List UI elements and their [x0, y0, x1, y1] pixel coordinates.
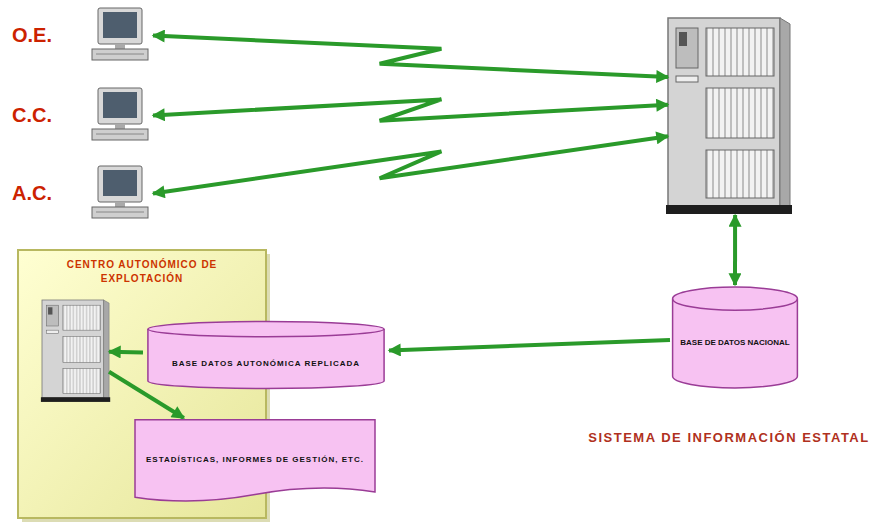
box-title: CENTRO AUTONÓMICO DE EXPLOTACIÓN — [29, 258, 255, 285]
shape-text: ESTADÍSTICAS, INFORMES DE GESTIÓN, ETC. — [132, 449, 378, 483]
database-cylinder: BASE DATOS AUTONÓMICA REPLICADA — [143, 320, 389, 390]
shape-text: BASE DE DATOS NACIONAL — [672, 322, 798, 354]
station-label: O.E. — [8, 24, 52, 47]
data-link-arrow — [153, 99, 668, 120]
station-label: A.C. — [8, 182, 52, 205]
data-link-arrow — [733, 215, 737, 285]
server — [668, 18, 790, 215]
computer-icon — [92, 166, 148, 218]
data-link-arrow — [153, 136, 668, 193]
data-link-arrow — [389, 340, 670, 350]
data-link-arrow — [153, 36, 668, 78]
computer-station: O.E. — [8, 8, 153, 63]
shape-text: BASE DATOS AUTONÓMICA REPLICADA — [145, 343, 387, 375]
server — [42, 300, 109, 402]
center-box: CENTRO AUTONÓMICO DE EXPLOTACIÓNBASE DAT… — [18, 250, 266, 518]
station-label: C.C. — [8, 104, 52, 127]
computer-icon — [92, 88, 148, 140]
computer-station: C.C. — [8, 88, 153, 143]
server-icon — [41, 300, 110, 402]
server-icon — [666, 18, 792, 214]
report-document: ESTADÍSTICAS, INFORMES DE GESTIÓN, ETC. — [130, 418, 380, 506]
data-link-arrow — [109, 350, 143, 355]
computer-icon — [92, 8, 148, 60]
system-label: SISTEMA DE INFORMACIÓN ESTATAL — [588, 428, 870, 448]
database-cylinder: BASE DE DATOS NACIONAL — [670, 285, 800, 390]
computer-station: A.C. — [8, 166, 153, 221]
cylinder-outline — [143, 320, 389, 390]
